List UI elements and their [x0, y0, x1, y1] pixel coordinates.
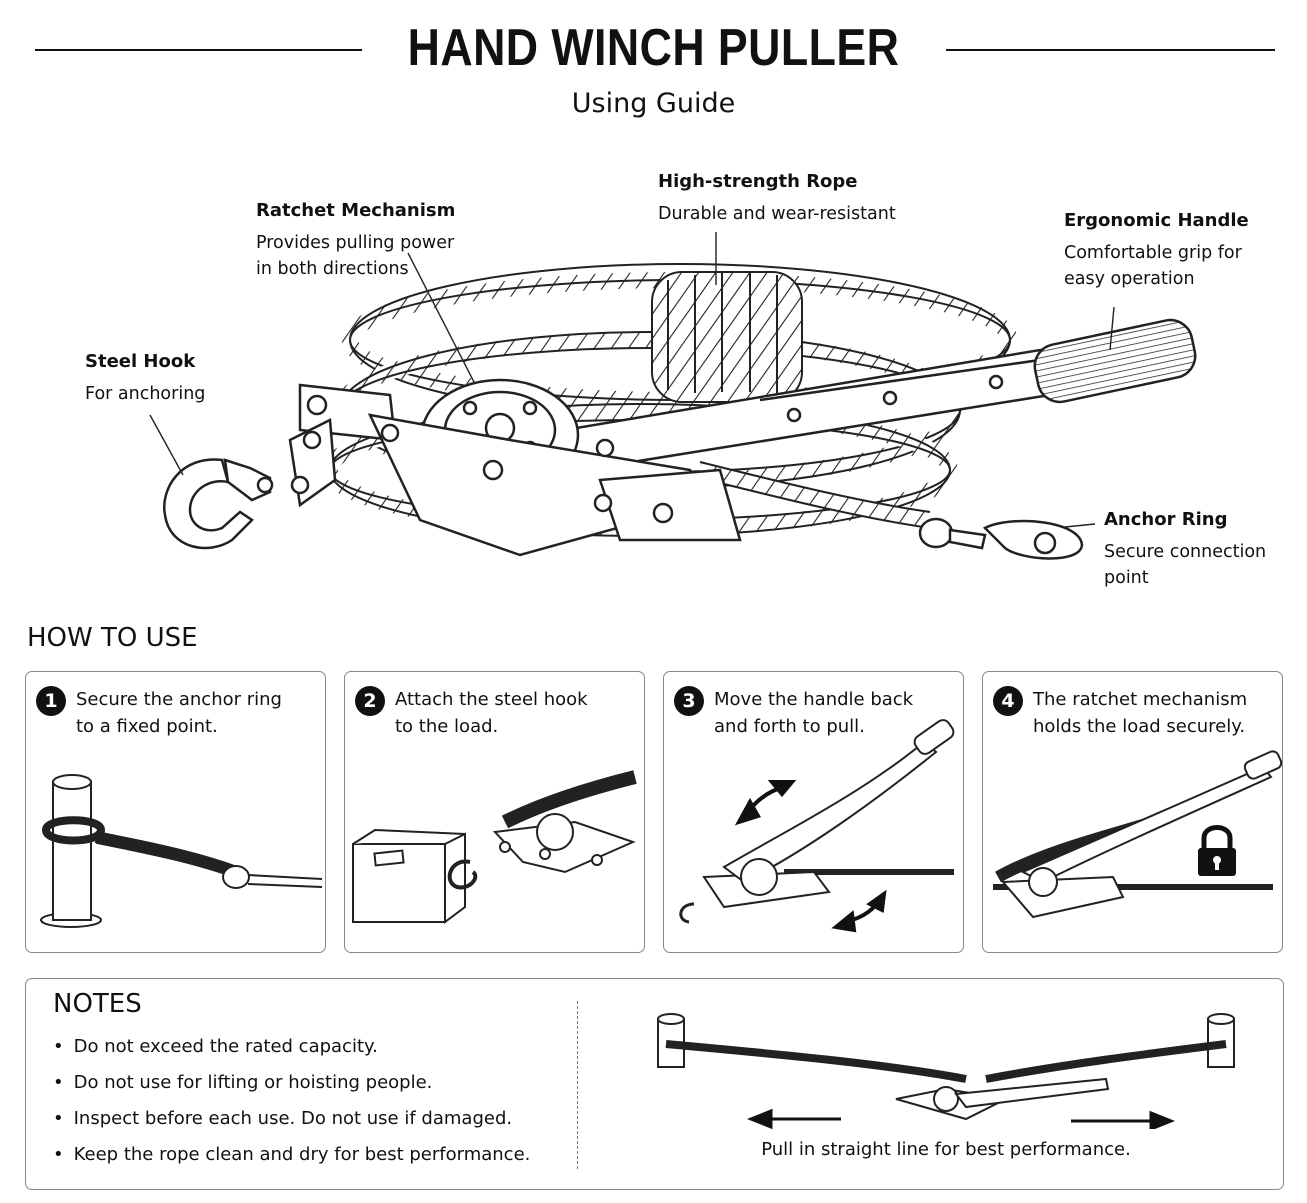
arrow-left-icon: [746, 1108, 841, 1129]
step-3-illustration: [679, 719, 955, 933]
callout-rope: High-strength Rope Durable and wear-resi…: [658, 169, 896, 227]
list-item: Inspect before each use. Do not use if d…: [53, 1107, 530, 1143]
step-number: 3: [674, 686, 704, 716]
step-card-3: 3 Move the handle back and forth to pull…: [663, 671, 964, 953]
step-number: 2: [355, 686, 385, 716]
callout-desc: Comfortable grip for easy operation: [1064, 243, 1242, 289]
callout-anchor: Anchor Ring Secure connection point: [1104, 507, 1266, 591]
title-rule-left: [35, 49, 362, 51]
straight-pull-illustration: [657, 1013, 1235, 1129]
notes-heading: NOTES: [53, 989, 142, 1019]
callout-title: Steel Hook: [85, 351, 196, 372]
curved-double-arrow-icon: [831, 889, 887, 933]
anchor-ring: [918, 517, 1084, 560]
step-card-2: 2 Attach the steel hook to the load.: [344, 671, 645, 953]
callout-ratchet: Ratchet Mechanism Provides pulling power…: [256, 198, 455, 282]
callout-hook: Steel Hook For anchoring: [85, 349, 205, 407]
page-subtitle: Using Guide: [571, 88, 736, 119]
page-title: HAND WINCH PULLER: [407, 19, 900, 77]
winch-frame: [288, 383, 742, 557]
callout-handle: Ergonomic Handle Comfortable grip for ea…: [1064, 208, 1249, 292]
callout-leaders: [149, 232, 1115, 528]
step-2-illustration: [352, 770, 637, 924]
padlock-icon: [1198, 825, 1236, 876]
title-rule-right: [946, 49, 1275, 51]
callout-desc: Provides pulling power in both direction…: [256, 233, 455, 279]
step-text: Move the handle back and forth to pull.: [714, 689, 914, 737]
curved-double-arrow-icon: [734, 780, 797, 826]
list-item: Do not use for lifting or hoisting peopl…: [53, 1071, 530, 1107]
list-item: Do not exceed the rated capacity.: [53, 1035, 530, 1071]
step-text: Attach the steel hook to the load.: [395, 689, 588, 737]
notes-caption: Pull in straight line for best performan…: [761, 1139, 1131, 1160]
callout-desc: For anchoring: [85, 384, 206, 404]
step-4-illustration: [993, 750, 1282, 919]
step-number: 1: [36, 686, 66, 716]
callout-title: Ergonomic Handle: [1064, 210, 1249, 231]
arrow-right-icon: [1071, 1110, 1176, 1129]
steel-hook: [163, 458, 274, 550]
step-number: 4: [993, 686, 1023, 716]
step-1-illustration: [40, 774, 323, 928]
step-card-4: 4 The ratchet mechanism holds the load s…: [982, 671, 1283, 953]
list-item: Keep the rope clean and dry for best per…: [53, 1143, 531, 1179]
step-text: The ratchet mechanism holds the load sec…: [1033, 689, 1248, 737]
callout-title: Ratchet Mechanism: [256, 200, 456, 221]
callout-title: Anchor Ring: [1104, 509, 1228, 530]
hand-winch-illustration: [149, 232, 1197, 560]
notes-divider: [577, 1001, 578, 1169]
how-to-use-heading: HOW TO USE: [27, 623, 198, 653]
callout-title: High-strength Rope: [658, 171, 858, 192]
notes-panel: NOTES Do not exceed the rated capacity. …: [25, 978, 1284, 1190]
notes-list: Do not exceed the rated capacity. Do not…: [53, 1035, 531, 1179]
step-text: Secure the anchor ring to a fixed point.: [76, 689, 282, 737]
step-card-1: 1 Secure the anchor ring to a fixed poin…: [25, 671, 326, 953]
callout-desc: Durable and wear-resistant: [658, 204, 896, 224]
callout-desc: Secure connection point: [1104, 542, 1267, 588]
